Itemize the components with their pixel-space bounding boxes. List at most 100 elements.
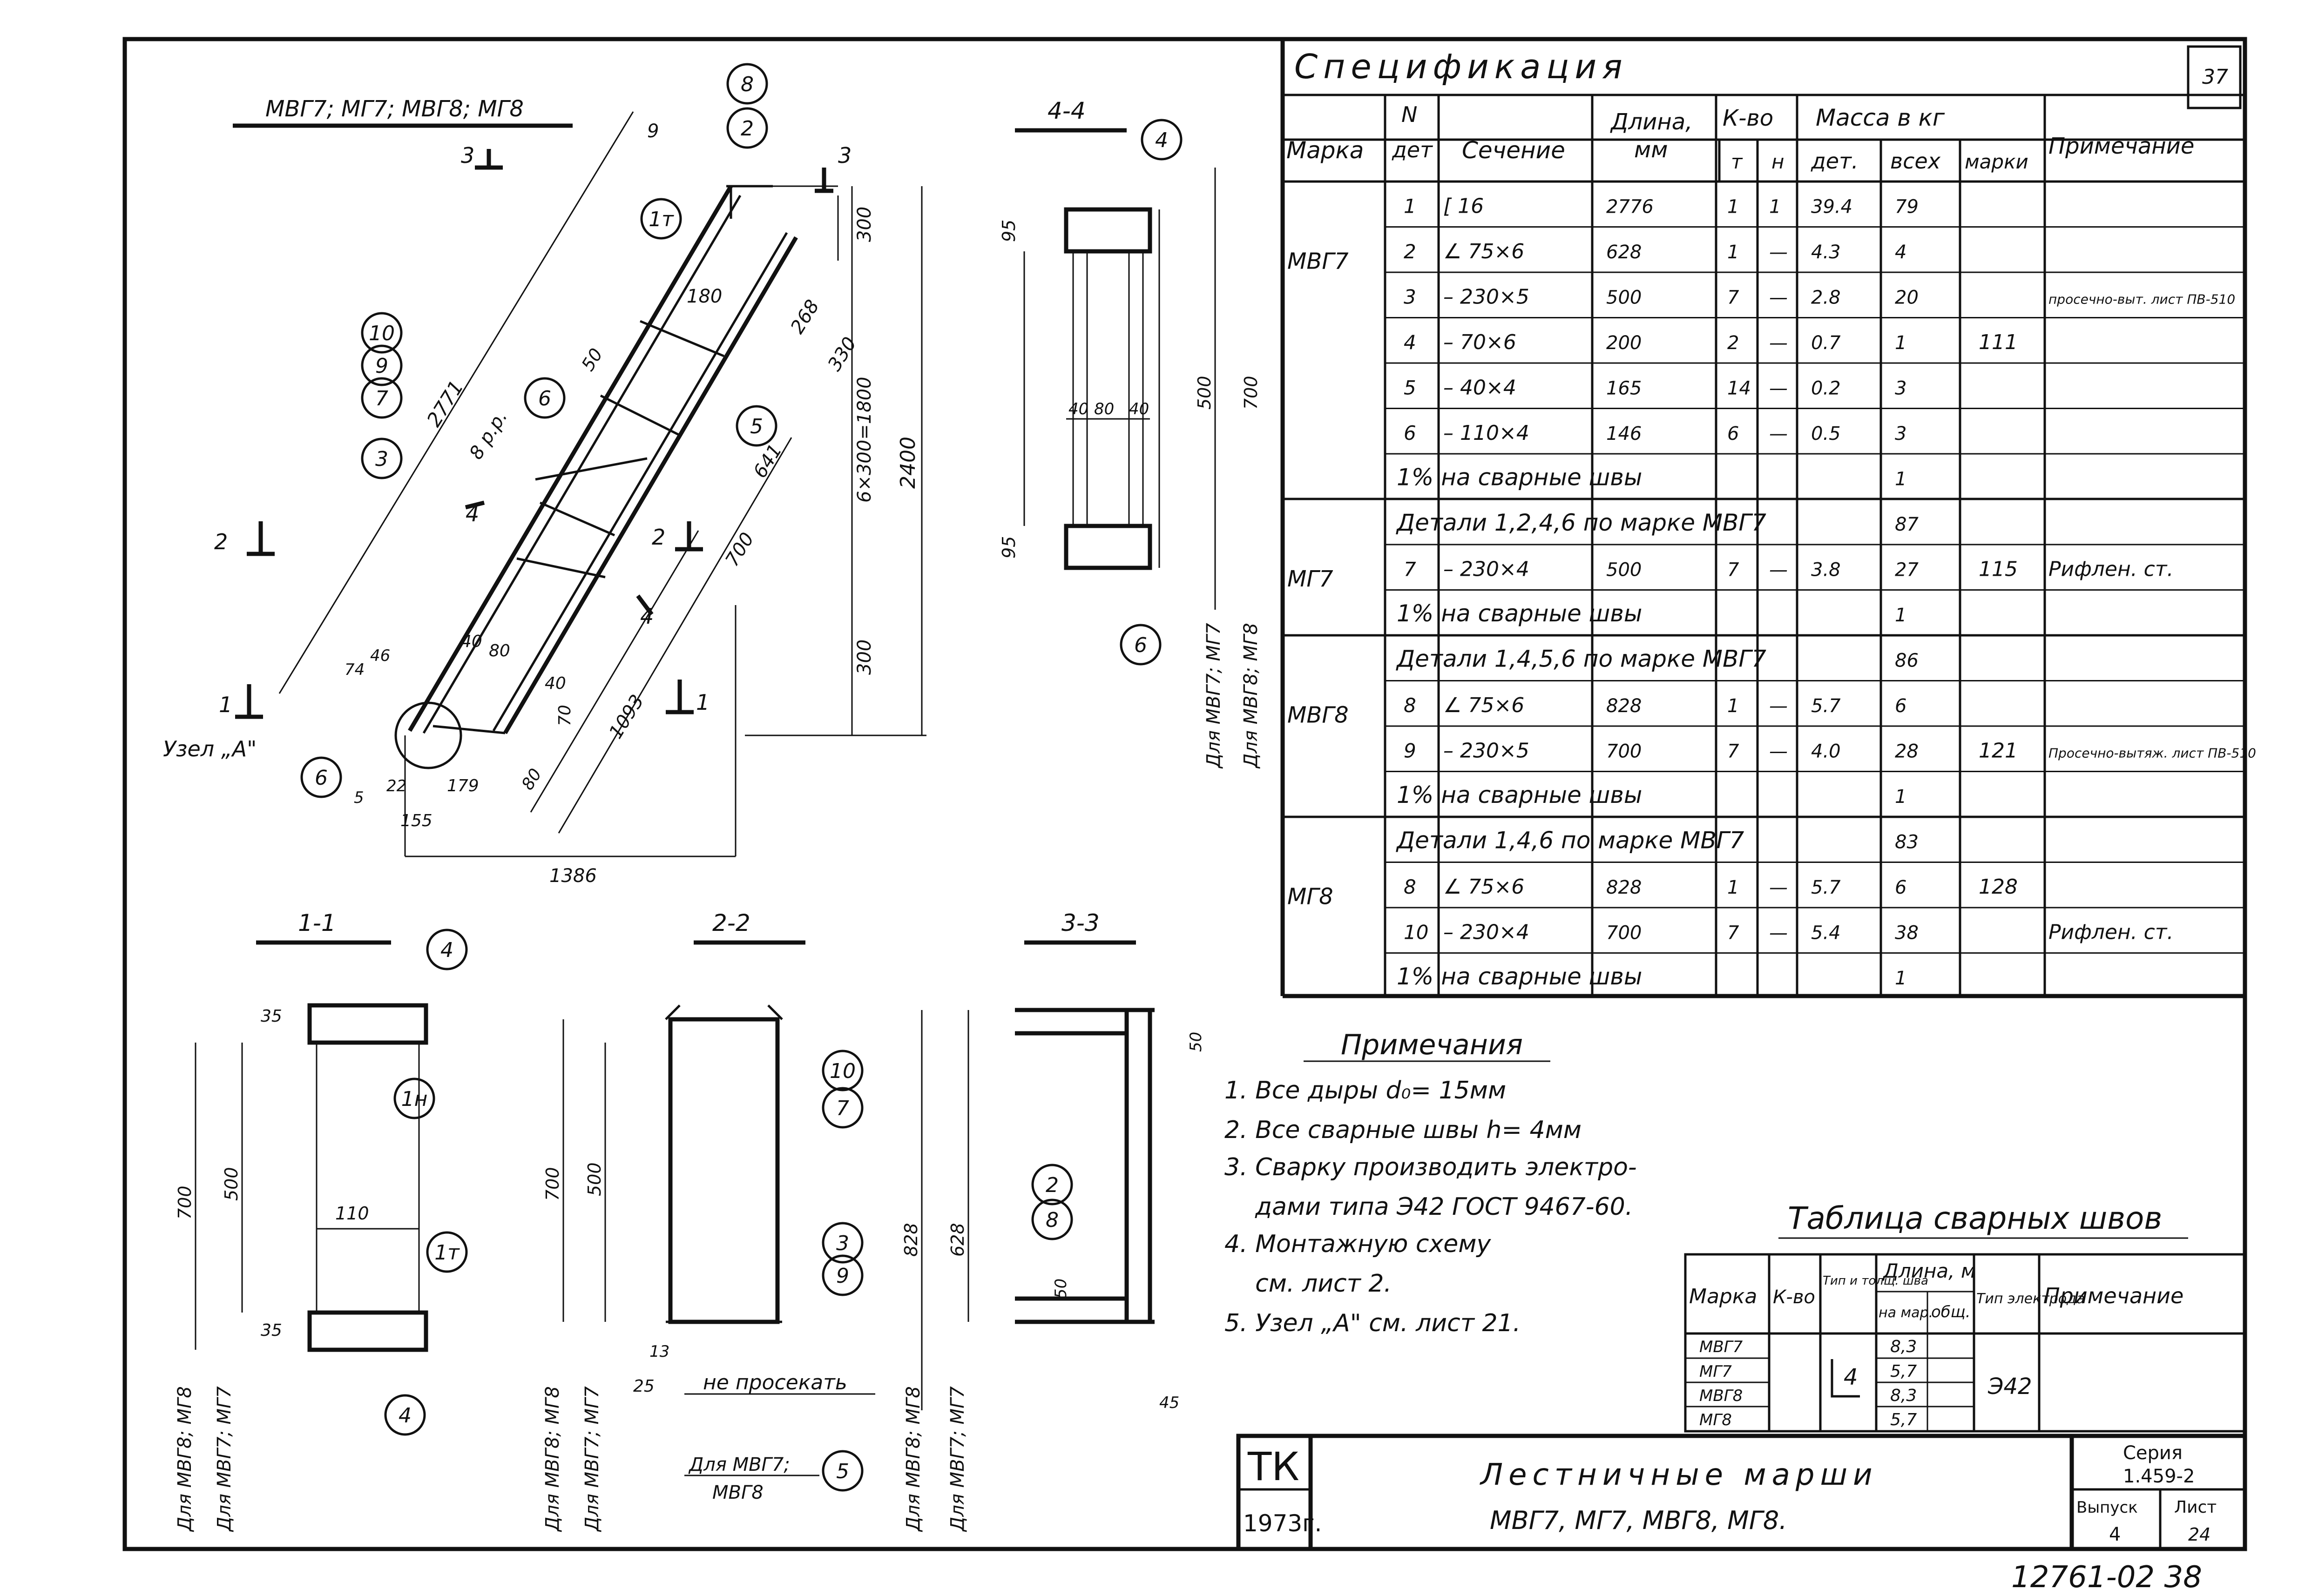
callout-label: 6 [538,387,551,411]
spec-row-section: – 110×4 [1443,421,1529,445]
spec-row-mass-all: 83 [1895,832,1919,853]
spec-header-sechenie: Сечение [1462,137,1565,164]
spec-row-length: 700 [1606,741,1642,762]
note-2: 2. Все сварные швы h= 4мм [1224,1116,1582,1144]
spec-header-mass-mark: марки [1965,150,2028,173]
spec-header-note: Примечание [2048,133,2194,159]
dim-main-22: 22 [386,777,406,795]
callout-bubble: 3 [822,1222,864,1264]
dim-main-330: 330 [824,333,860,375]
spec-row-mass-det: 4.0 [1811,741,1841,762]
spec-row-section: 1% на сварные швы [1397,781,1642,808]
weld-row-marka: МВГ8 [1699,1387,1743,1405]
spec-row-qty-n: 1 [1769,196,1781,218]
weld-row-len: 5,7 [1890,1410,1917,1429]
spec-row-length: 146 [1606,423,1642,444]
spec-row-section: 1% на сварные швы [1397,600,1642,627]
spec-row-mass-det: 5.7 [1811,695,1841,717]
dim-2-2-25: 25 [633,1377,655,1396]
dim-main-155: 155 [400,811,433,830]
cut-mark-2-left: 2 [214,529,228,554]
sheet-frame [122,37,2247,1551]
cut-mark-3-left: 3 [461,143,474,168]
title-line-2: МВГ7, МГ7, МВГ8, МГ8. [1490,1506,1787,1535]
spec-row-section: 1% на сварные швы [1397,963,1642,990]
callout-bubble: 2 [726,107,768,149]
spec-row-mass-all: 20 [1895,287,1919,309]
spec-row-section: – 230×4 [1443,558,1529,581]
callout-bubble: 1т [426,1231,468,1273]
spec-row-mass-mark: 121 [1979,739,2018,763]
main-elevation-view: МВГ7; МГ7; МВГ8; МГ8 [163,96,926,887]
spec-header-t: т [1731,150,1743,173]
dim-main-2771: 2771 [422,377,468,431]
cut-mark-1-right: 1 [696,690,710,715]
spec-row-qty-t: 6 [1727,423,1739,444]
dim-3-3-628: 628 [947,1223,968,1257]
note-1-1-mvg7: Для МВГ7; МГ7 [214,1386,235,1532]
dim-main-46: 46 [370,646,390,665]
dim-4-4-40b: 40 [1129,400,1149,418]
callout-label: 2 [741,117,754,141]
callout-bubble: 8 [726,63,768,105]
spec-row-mass-all: 4 [1895,242,1906,263]
spec-row-mass-all: 87 [1895,514,1919,535]
dim-4-4-700: 700 [1241,376,1261,410]
spec-row-qty-n: — [1769,423,1788,444]
spec-header-mm: мм [1634,137,1668,163]
spec-row-n: 7 [1404,558,1416,581]
spec-row-n: 2 [1404,240,1416,263]
spec-row-marka: МВГ8 [1287,702,1349,728]
spec-row-n: 6 [1404,422,1416,444]
callout-bubble: 10 [361,312,403,354]
callout-bubble: 10 [822,1050,864,1091]
spec-row-mass-mark: 111 [1979,330,2018,354]
dim-main-700: 700 [721,529,758,570]
dim-main-300a: 300 [854,207,875,242]
spec-row-mass-all: 6 [1895,877,1906,898]
node-a-circle [394,701,462,769]
dim-main-5: 5 [354,788,364,807]
dim-2-2-13: 13 [649,1342,669,1361]
dim-main-1093: 1093 [605,691,648,743]
callout-label: 1т [434,1241,460,1265]
spec-row-mass-mark: 128 [1979,875,2018,899]
callout-bubble: 6 [1120,624,1162,666]
dim-1-1-35a: 35 [261,1007,282,1026]
dim-4-4-80: 80 [1094,400,1114,418]
spec-row-n: 10 [1404,921,1428,944]
spec-row-note: Рифлен. ст. [2048,921,2174,944]
dim-main-268: 268 [786,296,823,337]
spec-row-qty-t: 14 [1727,378,1751,399]
weld-row-len: 8,3 [1890,1386,1917,1405]
callout-label: 4 [440,938,453,962]
cut-mark-1-left: 1 [219,692,232,717]
weld-table: Таблица сварных швов Марка К-во Тип и то… [1684,1200,2246,1433]
note-1-1-mvg8: Для МВГ8; МГ8 [174,1386,196,1532]
notes-title: Примечания [1341,1029,1523,1061]
dim-3-3-50a: 50 [1187,1032,1205,1052]
spec-row-qty-t: 7 [1727,559,1739,581]
note-4-4-mvg8: Для МВГ8; МГ8 [1240,623,1262,769]
spec-row-qty-n: — [1769,559,1788,581]
dim-4-4-95a: 95 [999,220,1019,242]
spec-header-n2: н [1771,150,1784,173]
specification-table: 37 Спецификация [1280,39,2256,998]
section-2-2: 2-2 700 500 13 25 не просекать Для МВГ7;… [542,909,875,1532]
spec-header-mass-det: дет. [1811,148,1859,174]
dim-3-3-50b: 50 [1052,1279,1070,1299]
spec-row-mass-all: 6 [1895,695,1906,717]
spec-row-length: 500 [1606,287,1642,309]
weld-header-kvo: К-во [1773,1286,1815,1308]
spec-row-length: 500 [1606,559,1642,581]
spec-row-length: 2776 [1606,196,1654,218]
sheet-label: Лист [2174,1498,2217,1517]
spec-row-marka: МГ8 [1287,884,1333,910]
note-5: 5. Узел „А" см. лист 21. [1224,1309,1521,1337]
callout-bubble: 9 [361,344,403,386]
callout-label: 6 [1134,633,1147,657]
issue-value: 4 [2109,1524,2121,1545]
spec-row-section: ∠ 75×6 [1443,240,1524,263]
dim-main-80a: 80 [489,641,510,660]
